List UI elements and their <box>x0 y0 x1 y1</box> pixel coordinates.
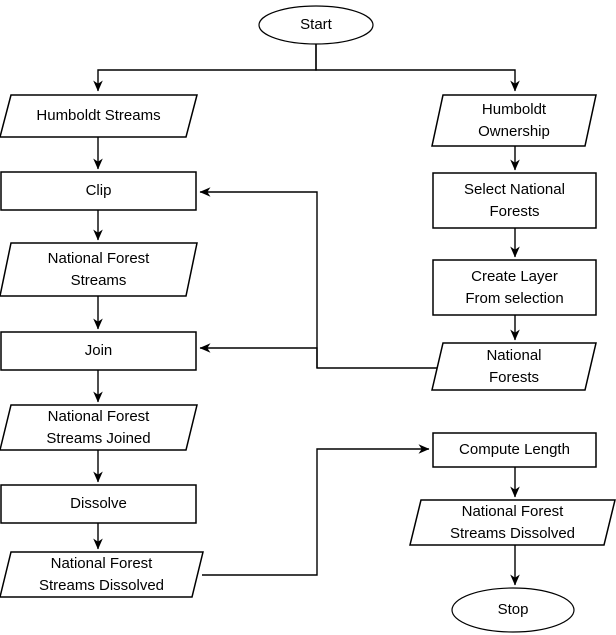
national-forest-streams-dissolved-output-shape <box>409 499 616 546</box>
edge-start-to-humboldt-ownership <box>315 44 520 92</box>
edge-national-forests-to-clip <box>199 187 437 369</box>
stop-shape <box>451 587 575 633</box>
humboldt-ownership-shape <box>431 94 597 147</box>
dissolve-shape <box>0 484 197 524</box>
edge-national-forest-streams-dissolved-to-compute-length <box>202 444 430 576</box>
compute-length-shape <box>432 432 597 468</box>
join-shape <box>0 331 197 371</box>
humboldt-streams-shape <box>0 94 198 138</box>
clip-shape <box>0 171 197 211</box>
edge-start-to-humboldt-streams <box>93 44 317 92</box>
national-forest-streams-dissolved-shape <box>0 551 204 598</box>
national-forests-shape <box>431 342 597 391</box>
edge-national-forests-to-join <box>199 343 318 368</box>
national-forest-streams-shape <box>0 242 198 297</box>
national-forest-streams-joined-shape <box>0 404 198 451</box>
create-layer-from-selection-shape <box>432 259 597 316</box>
select-national-forests-shape <box>432 172 597 229</box>
start-shape <box>258 5 374 45</box>
